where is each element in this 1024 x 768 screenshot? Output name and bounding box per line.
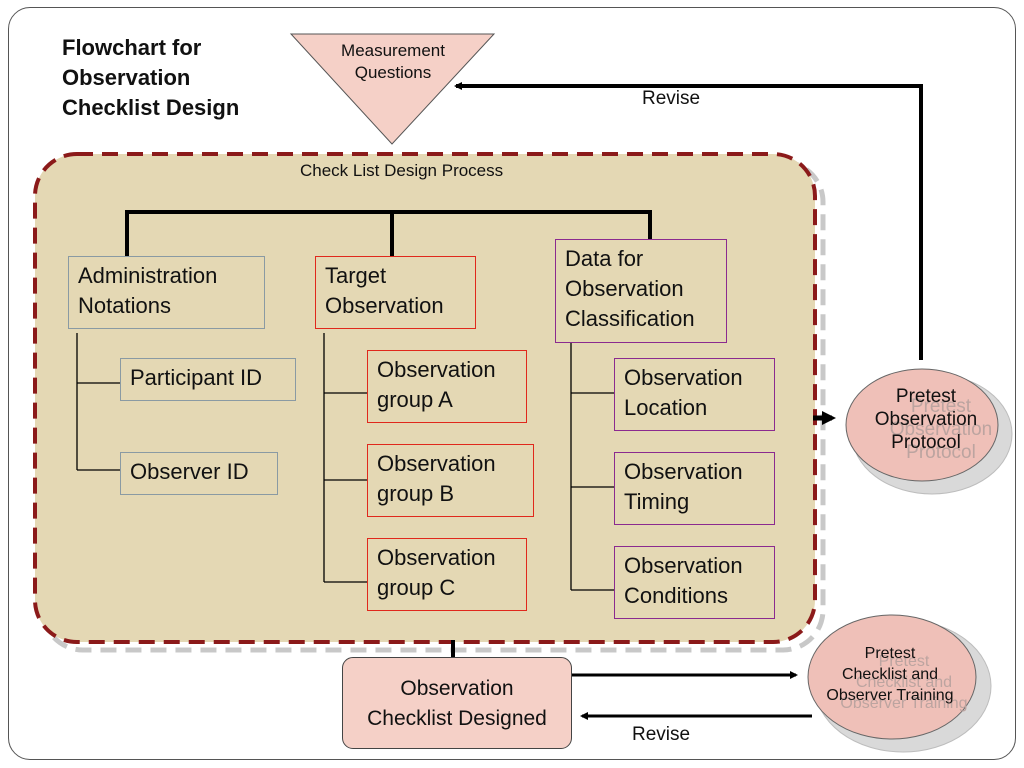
- pretest-protocol-circle: [845, 368, 999, 482]
- revise-top-arrow: [454, 82, 923, 360]
- administration-notations-box: Administration Notations: [68, 256, 265, 329]
- observation-group-c-box: Observation group C: [367, 538, 527, 611]
- page-title: Flowchart for Observation Checklist Desi…: [62, 35, 240, 120]
- slide-frame: [8, 7, 1016, 760]
- revise-bottom-label: Revise: [632, 724, 691, 745]
- admin-tree-lines: [76, 333, 120, 471]
- pretest-protocol-ghost-label: Pretest Observation Protocol: [889, 396, 993, 463]
- participant-id-box: Participant ID: [120, 358, 296, 401]
- revise-top-label: Revise: [642, 88, 701, 109]
- pretest-training-label: Pretest Checklist and Observer Training: [826, 645, 954, 704]
- observer-id-box: Observer ID: [120, 452, 278, 495]
- observation-group-a-box: Observation group A: [367, 350, 527, 423]
- measurement-questions-label: Measurement Questions: [341, 41, 445, 82]
- pretest-training-circle: [807, 614, 977, 740]
- observation-checklist-designed-box: Observation Checklist Designed: [342, 657, 572, 749]
- pretest-protocol-label: Pretest Observation Protocol: [874, 386, 978, 453]
- data-tree-lines: [570, 343, 614, 591]
- observation-conditions-box: Observation Conditions: [614, 546, 775, 619]
- observation-group-b-box: Observation group B: [367, 444, 534, 517]
- process-label: Check List Design Process: [300, 161, 504, 180]
- target-tree-lines: [323, 333, 367, 583]
- pretest-training-ghost-label: Pretest Checklist and Observer Training: [840, 653, 968, 712]
- measurement-questions-triangle: [289, 33, 496, 145]
- data-classification-box: Data for Observation Classification: [555, 239, 727, 343]
- column-bracket: [125, 210, 652, 257]
- observation-timing-box: Observation Timing: [614, 452, 775, 525]
- observation-location-box: Observation Location: [614, 358, 775, 431]
- target-observation-box: Target Observation: [315, 256, 476, 329]
